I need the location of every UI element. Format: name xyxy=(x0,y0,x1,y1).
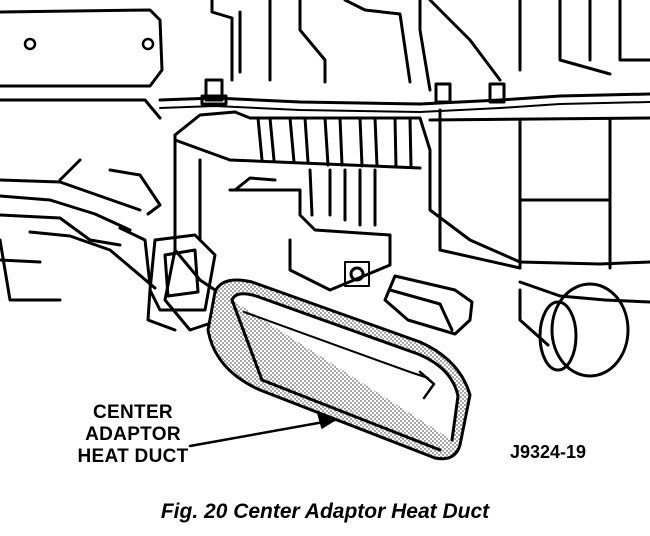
dash-structure-lines xyxy=(210,0,650,92)
callout-line-3: HEAT DUCT xyxy=(77,446,189,467)
left-outlet xyxy=(146,233,217,332)
callout-line-1: CENTER xyxy=(93,402,173,423)
instrument-panel-outline xyxy=(0,8,164,120)
left-bracket-wiring xyxy=(0,158,162,302)
mounting-stud xyxy=(200,78,506,106)
wire-harness xyxy=(158,92,650,106)
callout-line-2: ADAPTOR xyxy=(85,424,181,445)
figure-reference-id: J9324-19 xyxy=(510,442,587,462)
heater-housing xyxy=(163,108,650,378)
callout-arrow xyxy=(188,413,337,448)
center-adaptor-heat-duct xyxy=(206,278,472,461)
duct-callout-label: CENTER ADAPTOR HEAT DUCT xyxy=(38,402,228,468)
figure-caption: Fig. 20 Center Adaptor Heat Duct xyxy=(160,500,490,523)
